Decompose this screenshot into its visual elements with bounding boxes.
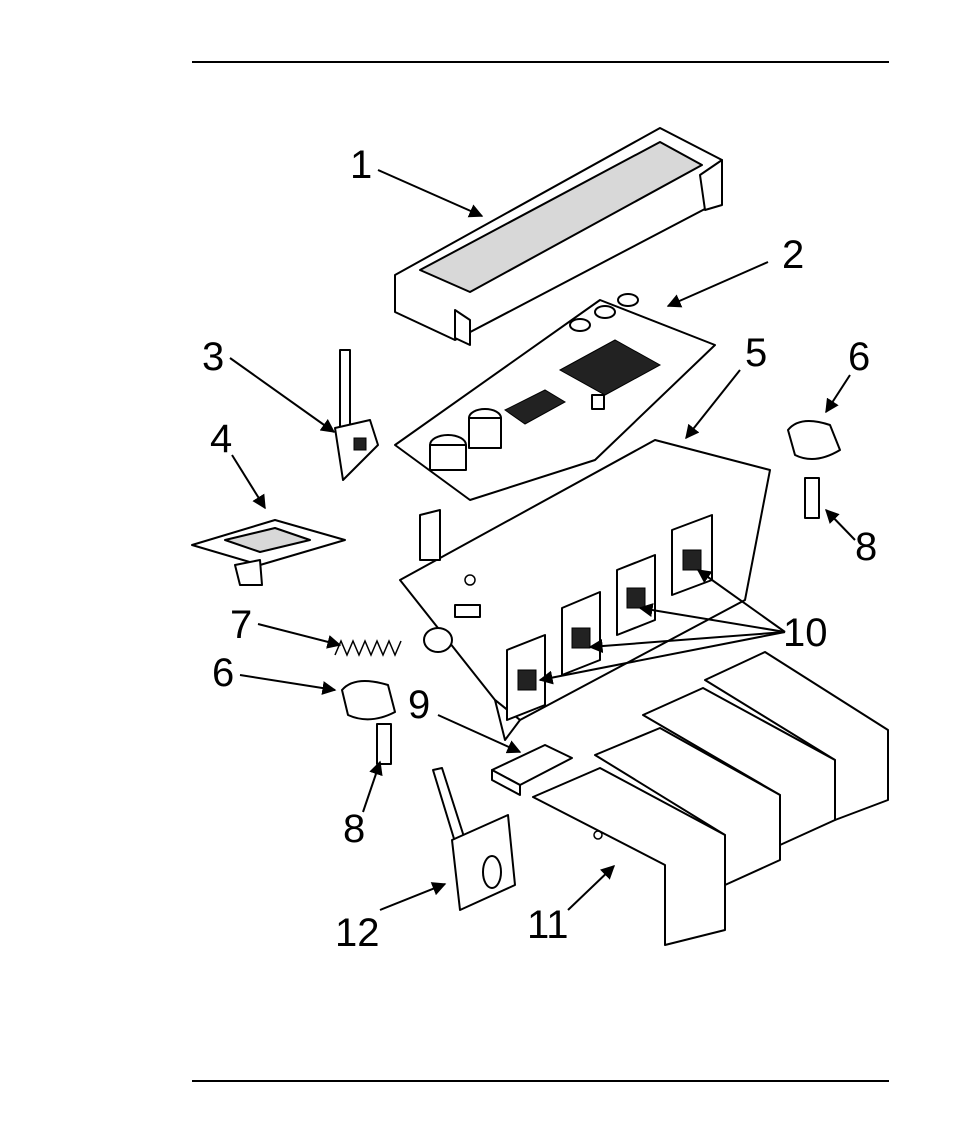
callout-3: 3 [202,335,224,379]
callout-11: 11 [527,903,569,947]
callout-9: 9 [408,683,430,727]
callout-6-upper: 6 [848,335,870,379]
callout-12: 12 [335,911,380,955]
part-11-covers [533,652,888,945]
part-3-ribbon-sensor [335,350,378,480]
part-6-clip-upper [788,421,840,459]
callout-4: 4 [210,417,232,461]
callout-1: 1 [350,143,372,187]
part-4-bracket [192,520,345,585]
part-6-clip-lower [342,681,395,719]
part-8-block-upper [805,478,819,518]
callout-6-lower: 6 [212,651,234,695]
part-7-spring [335,641,401,655]
part-12-latch [433,768,515,910]
callout-2: 2 [782,233,804,277]
callout-8-lower: 8 [343,807,365,851]
callout-7: 7 [230,603,252,647]
callout-5: 5 [745,331,767,375]
callout-8-upper: 8 [855,525,877,569]
part-8-block-lower [377,724,391,764]
callout-10: 10 [783,611,828,655]
part-1-top-cover [395,128,722,345]
